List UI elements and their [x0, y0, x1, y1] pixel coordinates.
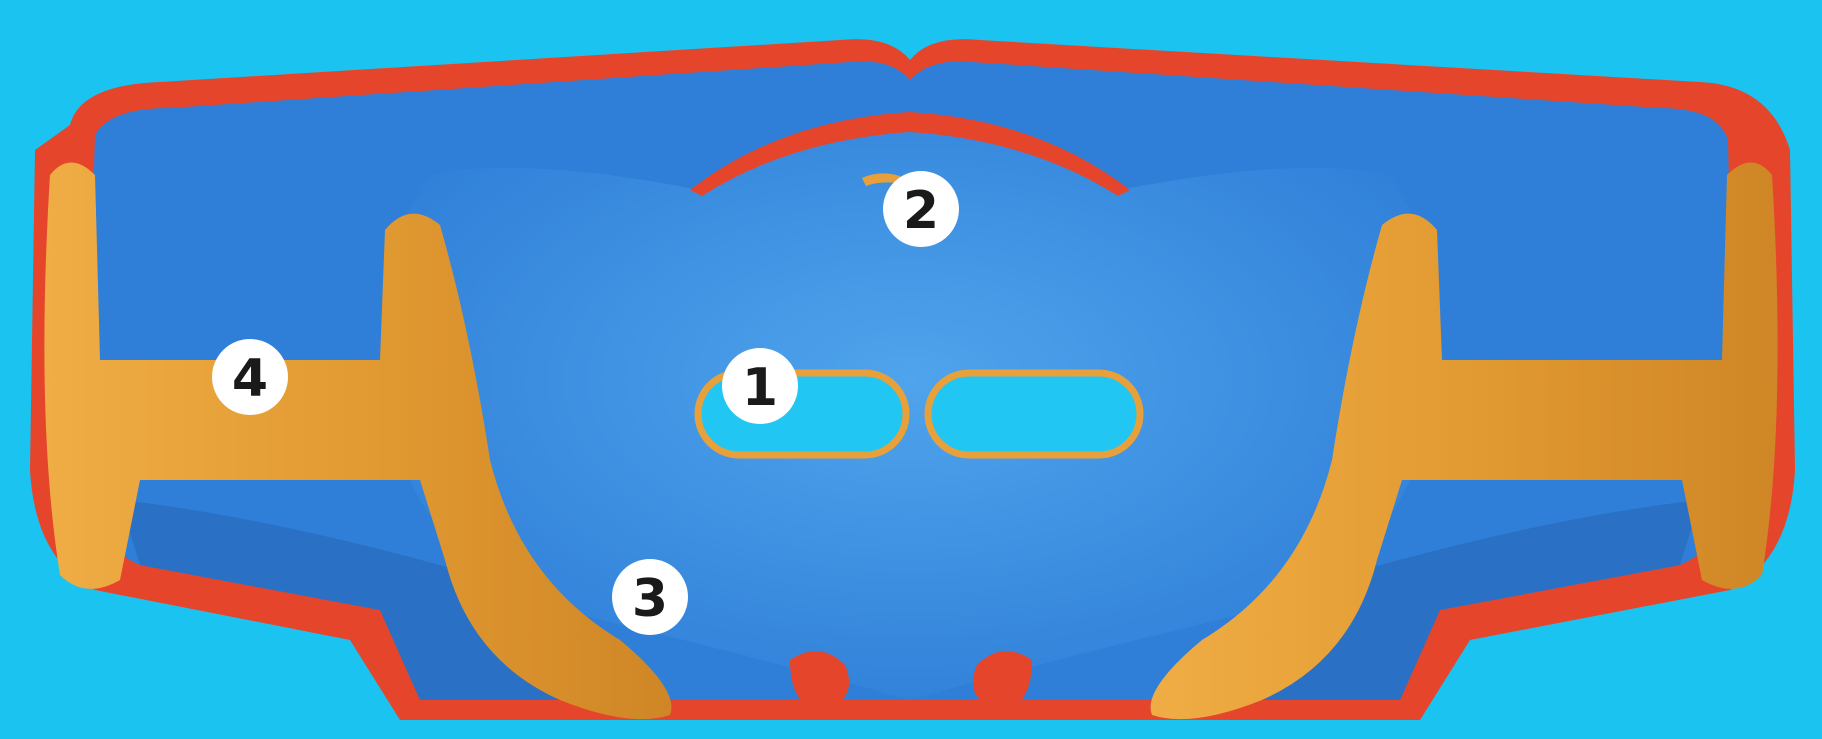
callout-4: 4: [212, 339, 288, 415]
callout-1-number: 1: [742, 358, 778, 418]
callout-3: 3: [612, 559, 688, 635]
callout-2: 2: [883, 171, 959, 247]
breathing-hole-right: [928, 373, 1140, 455]
callout-2-number: 2: [903, 181, 939, 241]
callout-1: 1: [722, 348, 798, 424]
callout-3-number: 3: [632, 569, 668, 629]
callout-4-number: 4: [232, 349, 268, 409]
